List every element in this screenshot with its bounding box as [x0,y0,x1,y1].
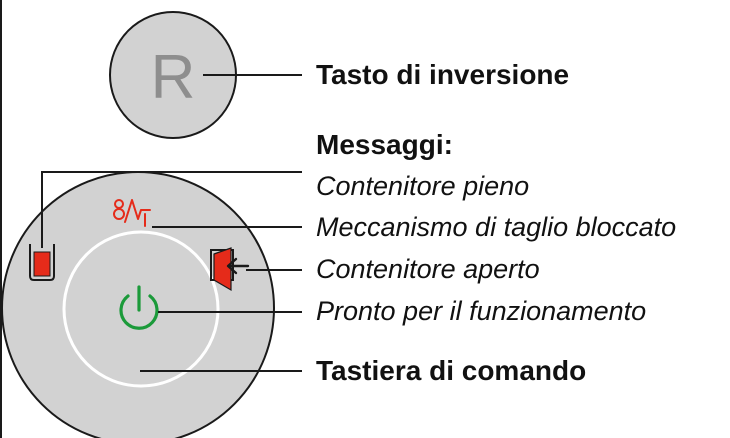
message-bin-full-label: Contenitore pieno [316,171,530,201]
cutter-blocked-icon [113,199,151,227]
messages-heading: Messaggi: [316,129,453,160]
message-cutter-blocked-label: Meccanismo di taglio bloccato [316,212,677,242]
control-panel-label: Tastiera di comando [316,355,587,386]
message-ready-label: Pronto per il funzionamento [316,296,647,326]
message-bin-open-label: Contenitore aperto [316,254,540,284]
reverse-key-label: Tasto di inversione [316,59,570,90]
reverse-key-button[interactable]: R [109,11,237,139]
leader-bin-full [41,171,302,248]
reverse-key-glyph: R [151,43,196,112]
power-button-ring [62,230,220,388]
bin-full-icon [29,244,55,281]
power-icon [119,285,159,330]
bin-open-icon [210,247,250,292]
leader-lines [41,74,302,372]
